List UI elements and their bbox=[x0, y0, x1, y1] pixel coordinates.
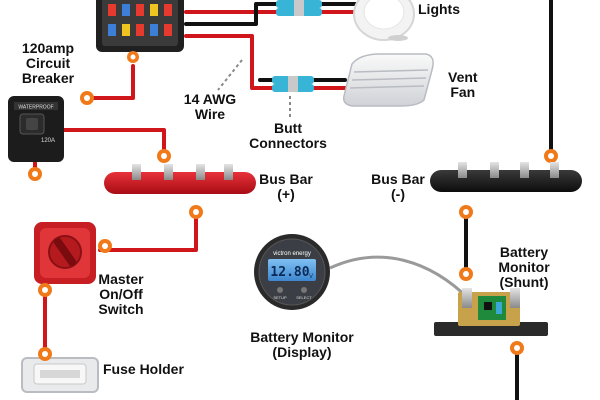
negative-wires bbox=[184, 0, 553, 400]
wire-fusebox-to-vent bbox=[184, 34, 274, 90]
label-wire-line2: Wire bbox=[194, 106, 226, 122]
battery-monitor-shunt bbox=[434, 267, 548, 355]
vent-fan bbox=[342, 53, 434, 107]
butt-connector-vent-bottom bbox=[272, 84, 314, 92]
label-bus-bar-negative-line1: Bus Bar bbox=[371, 171, 425, 187]
display-unit: V bbox=[309, 274, 313, 280]
fuse-holder bbox=[21, 347, 99, 393]
label-bus-bar-positive: Bus Bar (+) bbox=[259, 172, 313, 202]
display-button-select: SELECT bbox=[296, 295, 312, 300]
label-lights-text: Lights bbox=[418, 1, 460, 17]
label-battery-monitor-shunt-line2: Monitor bbox=[498, 259, 550, 275]
breaker-rating-text: 120A bbox=[41, 138, 55, 144]
label-circuit-breaker-line3: Breaker bbox=[21, 70, 75, 86]
label-master-switch: Master On/Off Switch bbox=[98, 272, 143, 317]
bus-bar-positive bbox=[104, 149, 256, 219]
label-vent-fan: Vent Fan bbox=[448, 70, 478, 100]
label-circuit-breaker-line2: Circuit bbox=[25, 55, 71, 71]
label-lights: Lights bbox=[418, 2, 460, 17]
circuit-breaker: WATERPROOF 120A bbox=[8, 91, 94, 181]
label-battery-monitor-display-line2: (Display) bbox=[272, 344, 332, 360]
label-battery-monitor-shunt-line1: Battery bbox=[499, 244, 549, 260]
label-master-switch-line1: Master bbox=[98, 271, 144, 287]
breaker-header-text: WATERPROOF bbox=[18, 105, 53, 111]
label-vent-fan-line2: Fan bbox=[450, 84, 476, 100]
label-wire-line1: 14 AWG bbox=[183, 91, 237, 107]
butt-connector-lights-bottom bbox=[276, 8, 322, 16]
label-fuse-holder: Fuse Holder bbox=[103, 362, 184, 377]
wire-fusebox-to-breaker bbox=[91, 64, 135, 100]
bus-bar-negative bbox=[430, 149, 582, 219]
fuse-blades bbox=[108, 4, 172, 36]
label-battery-monitor-shunt-line3: (Shunt) bbox=[499, 274, 549, 290]
bus-bar-positive-studs bbox=[132, 164, 233, 180]
bus-bar-negative-studs bbox=[458, 162, 559, 178]
label-bus-bar-negative: Bus Bar (-) bbox=[371, 172, 425, 202]
label-bus-bar-positive-line1: Bus Bar bbox=[259, 171, 313, 187]
wire-busbar-to-switch bbox=[98, 210, 198, 252]
label-wire: 14 AWG Wire bbox=[184, 92, 236, 122]
light-fixture bbox=[353, 0, 415, 41]
butt-connectors bbox=[272, 0, 322, 92]
butt-connector-lights-top bbox=[276, 0, 322, 8]
label-circuit-breaker: 120amp Circuit Breaker bbox=[22, 41, 74, 86]
label-vent-fan-line1: Vent bbox=[448, 69, 478, 85]
wire-label-leader bbox=[217, 59, 243, 91]
label-battery-monitor-shunt: Battery Monitor (Shunt) bbox=[498, 245, 549, 290]
display-brand-text: victron energy bbox=[273, 251, 311, 257]
label-bus-bar-negative-line2: (-) bbox=[391, 186, 405, 202]
label-bus-bar-positive-line2: (+) bbox=[277, 186, 295, 202]
display-lcd-screen bbox=[268, 259, 316, 281]
label-master-switch-line2: On/Off bbox=[99, 286, 143, 302]
label-battery-monitor-display-line1: Battery Monitor bbox=[250, 329, 354, 345]
label-butt-connectors-line1: Butt bbox=[273, 120, 302, 136]
battery-monitor-display: victron energy 12.80 V SETUP SELECT bbox=[254, 234, 330, 310]
label-fuse-holder-text: Fuse Holder bbox=[103, 361, 184, 377]
wire-lights-neg bbox=[184, 2, 278, 26]
label-butt-connectors-line2: Connectors bbox=[249, 135, 327, 151]
master-switch bbox=[34, 222, 112, 297]
display-button-setup: SETUP bbox=[273, 295, 287, 300]
label-battery-monitor-display: Battery Monitor (Display) bbox=[250, 330, 353, 360]
label-master-switch-line3: Switch bbox=[98, 301, 144, 317]
wire-display-cable bbox=[329, 255, 472, 302]
butt-connector-vent-top bbox=[272, 76, 314, 84]
display-reading: 12.80 bbox=[270, 265, 309, 280]
label-circuit-breaker-line1: 120amp bbox=[21, 40, 75, 56]
fuse-box bbox=[96, 0, 184, 63]
label-butt-connectors: Butt Connectors bbox=[249, 121, 327, 151]
